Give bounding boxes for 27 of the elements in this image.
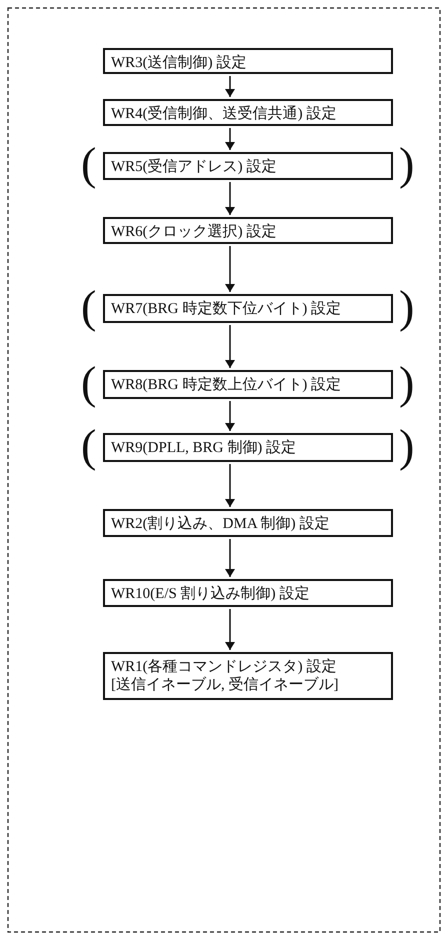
parenthesis: ( xyxy=(81,284,96,330)
process-box: WR5(受信アドレス) 設定 xyxy=(103,152,393,180)
parenthesis: ( xyxy=(81,141,96,187)
arrow xyxy=(225,325,235,368)
arrow xyxy=(225,539,235,577)
parenthesis: ( xyxy=(81,422,96,468)
process-box: WR4(受信制御、送受信共通) 設定 xyxy=(103,99,393,126)
parenthesis: ) xyxy=(399,360,414,406)
process-box: WR2(割り込み、DMA 制御) 設定 xyxy=(103,509,393,537)
parenthesis: ) xyxy=(399,422,414,468)
arrow xyxy=(225,401,235,431)
process-box: WR9(DPLL, BRG 制御) 設定 xyxy=(103,433,393,462)
process-box: WR1(各種コマンドレジスタ) 設定 [送信イネーブル, 受信イネーブル] xyxy=(103,652,393,700)
arrow xyxy=(225,182,235,215)
parenthesis: ) xyxy=(399,141,414,187)
process-box: WR8(BRG 時定数上位バイト) 設定 xyxy=(103,370,393,399)
process-box: WR6(クロック選択) 設定 xyxy=(103,217,393,244)
parenthesis: ( xyxy=(81,360,96,406)
arrow xyxy=(225,76,235,97)
arrow xyxy=(225,609,235,650)
process-box: WR3(送信制御) 設定 xyxy=(103,48,393,74)
arrow xyxy=(225,464,235,507)
process-box: WR7(BRG 時定数下位バイト) 設定 xyxy=(103,294,393,323)
arrow xyxy=(225,128,235,150)
arrow xyxy=(225,246,235,292)
process-box: WR10(E/S 割り込み制御) 設定 xyxy=(103,579,393,607)
parenthesis: ) xyxy=(399,284,414,330)
